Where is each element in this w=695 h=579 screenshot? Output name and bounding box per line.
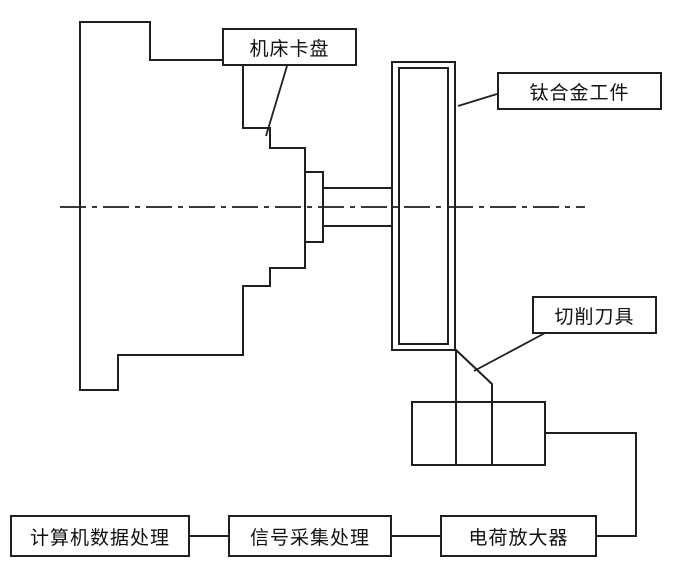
tool-leader-line	[473, 332, 546, 372]
workpiece-leader-line	[457, 93, 498, 107]
chuck-callout-label: 机床卡盘	[222, 28, 357, 66]
workpiece-outer	[391, 61, 456, 351]
spindle-stub	[305, 171, 324, 243]
chuck-leader-line	[265, 65, 288, 137]
flow-box-computer-data-processing: 计算机数据处理	[10, 515, 190, 557]
chuck-profile	[79, 21, 306, 391]
cutting-tool	[455, 347, 493, 466]
flow-box-charge-amplifier: 电荷放大器	[440, 515, 597, 557]
workpiece-callout-label: 钛合金工件	[497, 72, 662, 110]
tool-callout-label: 切削刀具	[532, 296, 657, 334]
flow-box-signal-acquisition: 信号采集处理	[228, 515, 392, 557]
sensor-wire	[545, 432, 637, 537]
workpiece-inner	[398, 67, 449, 345]
shaft-lines	[323, 187, 392, 227]
tool-holder	[411, 401, 546, 466]
